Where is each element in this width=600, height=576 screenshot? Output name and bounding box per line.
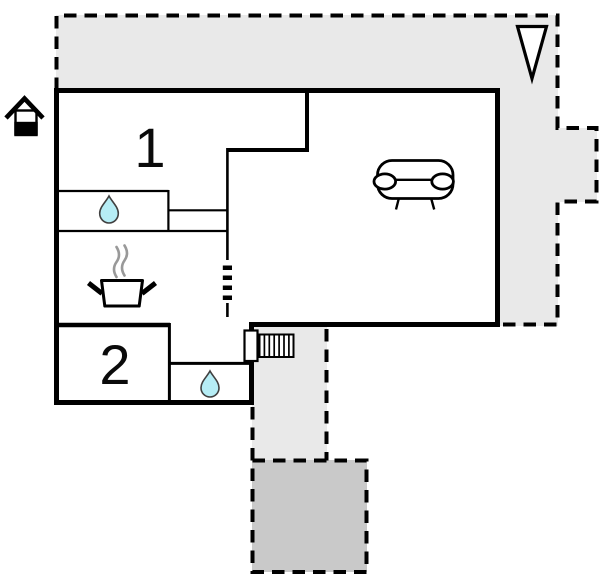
pot-handle-right [140, 281, 158, 296]
water-drop-icon [98, 194, 120, 224]
stove-pot-icon [86, 244, 158, 308]
outbuilding-icon [4, 95, 45, 137]
boundary-terrace [54, 13, 599, 327]
patio-area [252, 460, 367, 572]
room-2-label: 2 [99, 333, 130, 396]
sofa-icon [372, 159, 455, 210]
pot-body [100, 279, 144, 308]
stairs-icon [258, 333, 295, 358]
outdoor-areas [56, 15, 597, 572]
interior-walls [57, 90, 309, 401]
sofa-armrest-right [430, 172, 455, 191]
sofa-leg-right [430, 198, 436, 210]
steam-icon [112, 244, 129, 279]
pot-handle-left [86, 281, 104, 296]
building-outline [54, 88, 500, 405]
wall-opening-marks [222, 265, 232, 300]
sofa-leg-left [394, 198, 400, 210]
room-1-label: 1 [134, 116, 165, 179]
door-icon [243, 329, 259, 363]
terrace-area-top-right [56, 15, 597, 326]
water-drop-icon [200, 369, 220, 398]
boundary-patio [250, 407, 369, 574]
entrance [243, 329, 295, 363]
sofa-armrest-left [372, 172, 398, 191]
north-arrow-icon [515, 24, 549, 85]
boundary-dashed-lines [54, 13, 599, 574]
outer-wall [54, 88, 500, 405]
